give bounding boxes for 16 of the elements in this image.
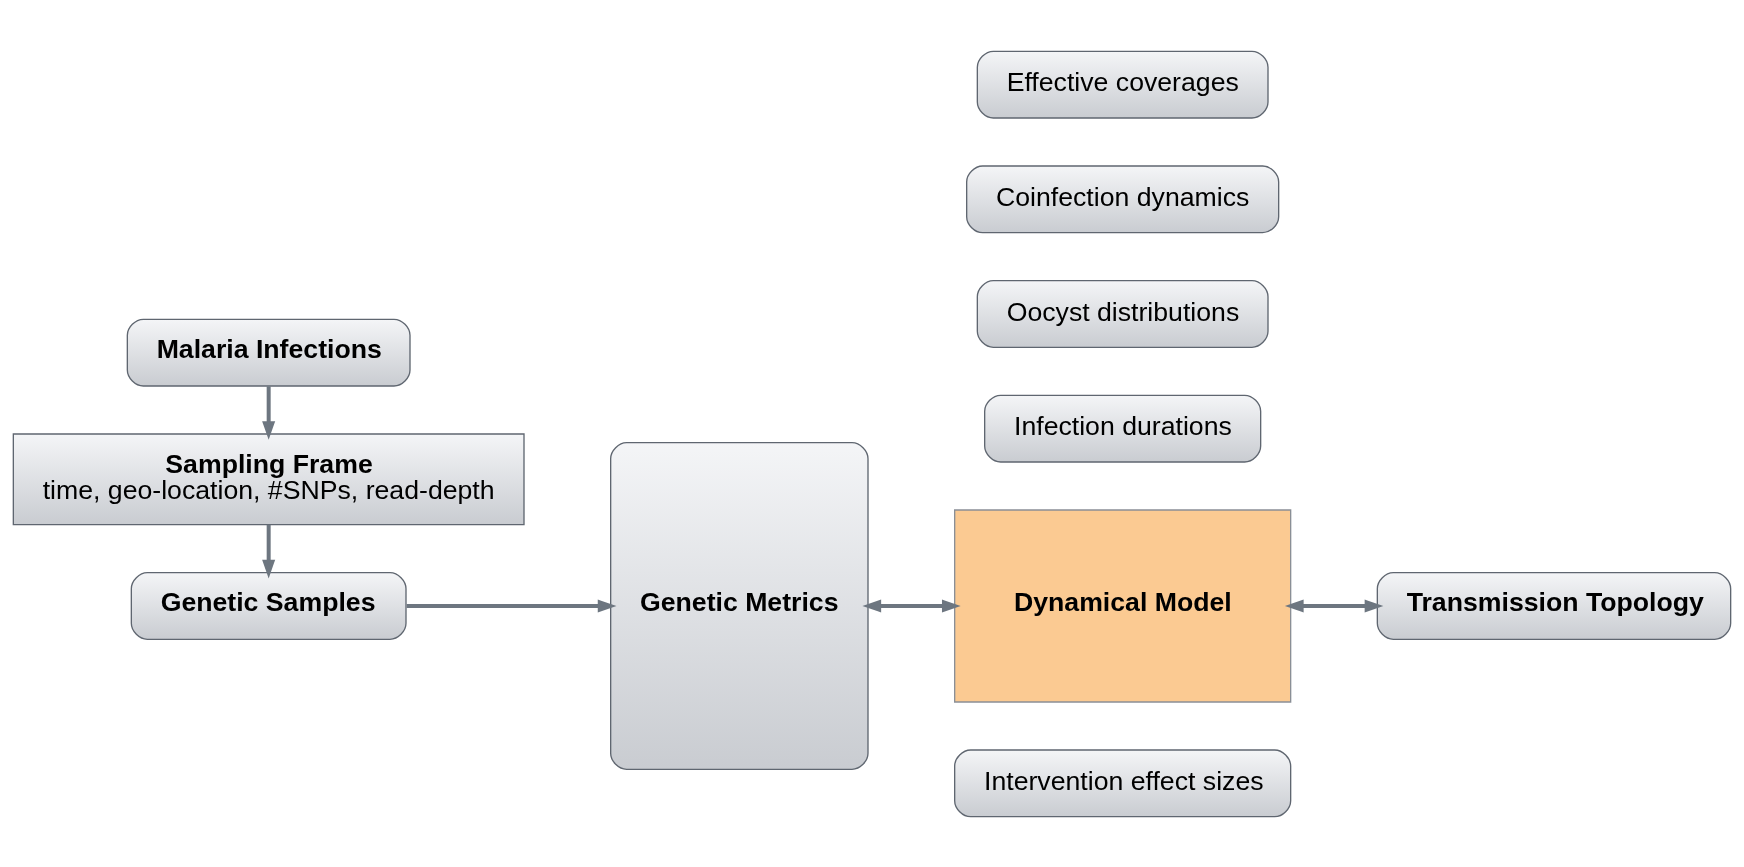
- node-box: Coinfection dynamics: [966, 164, 1280, 233]
- node-box: Genetic Metrics: [610, 441, 869, 770]
- arrow: [262, 524, 276, 578]
- node-box: Genetic Samples: [130, 571, 407, 640]
- arrow: [862, 598, 961, 613]
- node-box: Dynamical Model: [954, 508, 1292, 703]
- node-box: Oocyst distributions: [976, 279, 1269, 348]
- node-box: Effective coverages: [976, 50, 1269, 119]
- node-box: Infection durations: [984, 394, 1262, 463]
- arrow: [406, 598, 617, 613]
- node-box: Malaria Infections: [126, 318, 411, 387]
- arrow: [262, 385, 276, 440]
- node-box: Transmission Topology: [1376, 571, 1732, 640]
- node-box: Intervention effect sizes: [954, 748, 1292, 817]
- node-box: Sampling Frame time, geo-location, #SNPs, read-depth: [12, 432, 525, 525]
- arrow: [1284, 598, 1384, 613]
